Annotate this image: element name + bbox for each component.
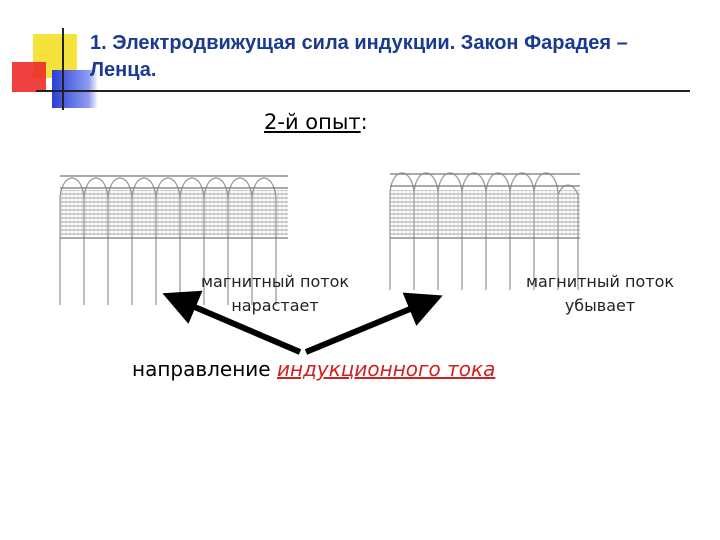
right-coil-turns <box>389 172 579 290</box>
current-direction-label: направление индукционного тока <box>132 357 495 381</box>
arrow-to-right-coil <box>304 292 443 355</box>
right-coil-core <box>390 190 580 236</box>
logo-horizontal-line <box>36 90 690 92</box>
right-coil-caption-line2: убывает <box>564 296 636 315</box>
experiment-label-text: 2-й опыт <box>264 110 361 134</box>
left-coil-caption-line2: нарастает <box>231 296 319 315</box>
left-coil-caption: магнитный поток нарастает <box>185 270 365 318</box>
current-direction-highlight: индукционного тока <box>276 357 496 381</box>
right-coil-caption-line1: магнитный поток <box>525 272 675 291</box>
left-coil-core <box>60 190 288 236</box>
right-coil-caption: магнитный поток убывает <box>510 270 690 318</box>
left-coil-edges <box>60 175 288 239</box>
slide-title: 1. Электродвижущая сила индукции. Закон … <box>90 32 628 81</box>
right-coil-edges <box>390 173 580 239</box>
right-coil-image <box>389 172 580 290</box>
logo-red-square <box>12 62 46 92</box>
current-direction-prefix: направление <box>132 357 277 381</box>
logo-vertical-line <box>62 28 64 110</box>
left-coil-caption-line1: магнитный поток <box>200 272 350 291</box>
left-coil-turns <box>59 177 277 305</box>
experiment-label: 2-й опыт: <box>264 110 368 134</box>
experiment-label-colon: : <box>360 110 368 134</box>
left-coil-image <box>59 175 288 305</box>
arrow-to-left-coil <box>162 290 302 355</box>
logo-blue-square <box>52 70 98 108</box>
